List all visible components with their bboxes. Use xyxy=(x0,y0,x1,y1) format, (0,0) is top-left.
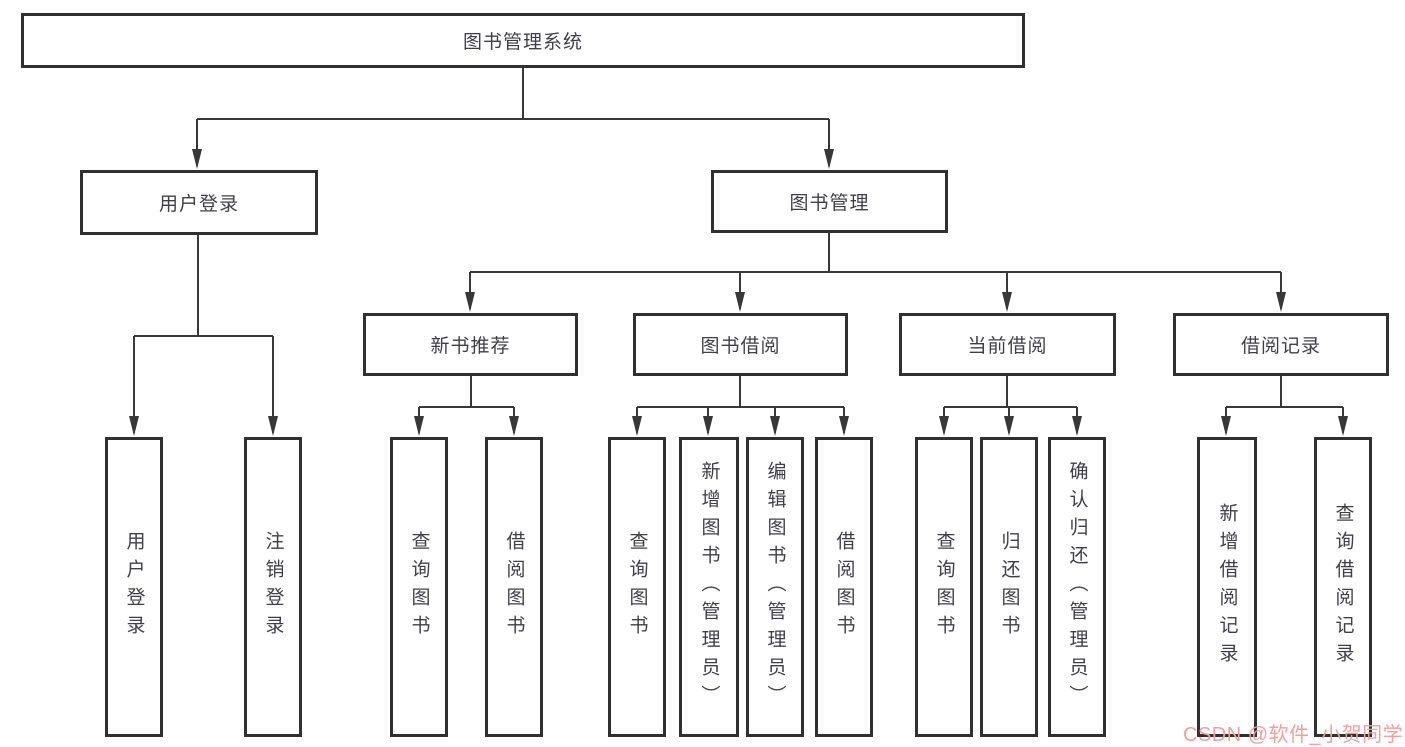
leaf-br-add-record-label: 新增借阅记录 xyxy=(1216,503,1238,671)
leaf-bb-edit-book-admin: 编辑图书（管理员） xyxy=(746,437,804,737)
csdn-watermark: CSDN @软件_小贺同学 xyxy=(1183,724,1404,746)
leaf-cb-return-book: 归还图书 xyxy=(980,437,1038,737)
node-current-borrow-label: 当前借阅 xyxy=(967,336,1048,357)
leaf-bb-borrow-book-label: 借阅图书 xyxy=(833,531,855,643)
leaf-bb-query-book: 查询图书 xyxy=(608,437,666,737)
node-borrow-record-label: 借阅记录 xyxy=(1240,336,1321,357)
leaf-user-login-label: 用户登录 xyxy=(123,531,145,643)
leaf-bb-add-book-admin: 新增图书（管理员） xyxy=(679,437,739,737)
connector-arrows xyxy=(129,119,1348,436)
leaf-cb-return-book-label: 归还图书 xyxy=(998,531,1020,643)
leaf-nbr-query-book-label: 查询图书 xyxy=(408,531,430,643)
node-book-management: 图书管理 xyxy=(711,170,948,233)
node-book-management-label: 图书管理 xyxy=(789,193,870,214)
connector-skeleton xyxy=(134,68,1343,408)
leaf-cb-query-book: 查询图书 xyxy=(915,437,973,737)
node-book-borrow: 图书借阅 xyxy=(633,313,848,376)
node-user-login: 用户登录 xyxy=(80,170,318,235)
node-new-book-recommend-label: 新书推荐 xyxy=(430,336,511,357)
leaf-cb-confirm-return-admin-label: 确认归还（管理员） xyxy=(1066,461,1088,713)
leaf-nbr-borrow-book-label: 借阅图书 xyxy=(503,531,525,643)
leaf-user-login: 用户登录 xyxy=(105,437,163,737)
leaf-br-query-record-label: 查询借阅记录 xyxy=(1332,503,1354,671)
leaf-br-add-record: 新增借阅记录 xyxy=(1197,437,1257,737)
node-root-label: 图书管理系统 xyxy=(462,32,583,53)
node-book-borrow-label: 图书借阅 xyxy=(700,336,781,357)
leaf-br-query-record: 查询借阅记录 xyxy=(1314,437,1372,737)
leaf-bb-borrow-book: 借阅图书 xyxy=(815,437,873,737)
node-new-book-recommend: 新书推荐 xyxy=(363,313,578,376)
leaf-bb-query-book-label: 查询图书 xyxy=(626,531,648,643)
leaf-logout-label: 注销登录 xyxy=(262,531,284,643)
node-user-login-label: 用户登录 xyxy=(158,194,239,215)
leaf-logout: 注销登录 xyxy=(244,437,302,737)
leaf-cb-confirm-return-admin: 确认归还（管理员） xyxy=(1048,437,1106,737)
node-root: 图书管理系统 xyxy=(21,13,1025,68)
node-current-borrow: 当前借阅 xyxy=(899,313,1116,376)
leaf-nbr-borrow-book: 借阅图书 xyxy=(485,437,543,737)
node-borrow-record: 借阅记录 xyxy=(1173,313,1389,376)
leaf-cb-query-book-label: 查询图书 xyxy=(933,531,955,643)
leaf-nbr-query-book: 查询图书 xyxy=(390,437,448,737)
leaf-bb-add-book-admin-label: 新增图书（管理员） xyxy=(698,461,720,713)
leaf-bb-edit-book-admin-label: 编辑图书（管理员） xyxy=(764,461,786,713)
